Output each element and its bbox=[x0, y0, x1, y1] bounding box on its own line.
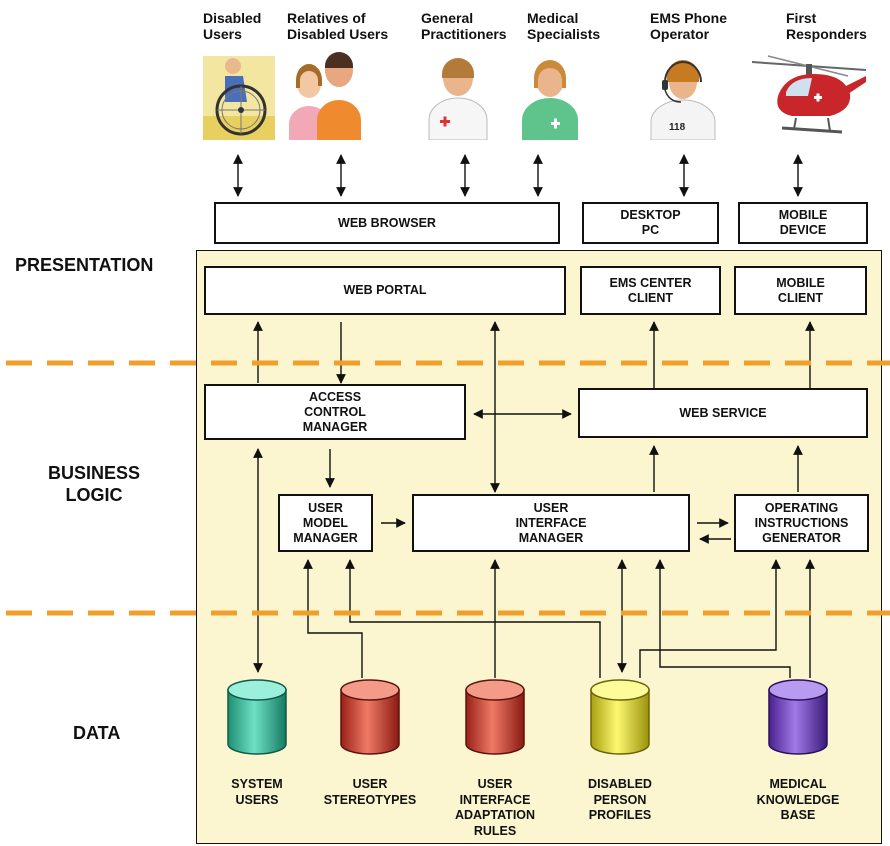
disabled-person-profiles-db-icon bbox=[590, 679, 650, 755]
db-label-ui-adaptation-rules: USER INTERFACE ADAPTATION RULES bbox=[454, 777, 536, 838]
db-label-disabled-person-profiles: DISABLED PERSON PROFILES bbox=[588, 777, 652, 822]
access-control-manager-box: ACCESS CONTROL MANAGER bbox=[204, 384, 466, 440]
ems-headset-number: 118 bbox=[669, 122, 686, 133]
layer-label-data: DATA bbox=[73, 723, 121, 743]
wheelchair-user-icon bbox=[203, 56, 275, 140]
actor-label-first-responders: First Responders bbox=[786, 10, 867, 42]
db-label-system-users: SYSTEM USERS bbox=[231, 777, 283, 807]
desktop-pc-box: DESKTOP PC bbox=[582, 202, 719, 244]
helicopter-icon bbox=[751, 55, 867, 134]
actor-label-general-practitioners: General Practitioners bbox=[421, 10, 507, 42]
web-service-box: WEB SERVICE bbox=[578, 388, 868, 438]
db-label-medical-knowledge-base: MEDICAL KNOWLEDGE BASE bbox=[756, 777, 840, 822]
mobile-device-box: MOBILE DEVICE bbox=[738, 202, 868, 244]
actor-label-ems-operator: EMS Phone Operator bbox=[650, 10, 728, 42]
ems-operator-icon: 118 bbox=[650, 60, 716, 140]
layer-label-business-logic: BUSINESS LOGIC bbox=[48, 463, 141, 505]
operating-instructions-generator-box: OPERATING INSTRUCTIONS GENERATOR bbox=[734, 494, 869, 552]
user-model-manager-box: USER MODEL MANAGER bbox=[278, 494, 373, 552]
user-interface-manager-box: USER INTERFACE MANAGER bbox=[412, 494, 690, 552]
general-practitioner-icon bbox=[428, 58, 488, 140]
mobile-client-box: MOBILE CLIENT bbox=[734, 266, 867, 315]
system-users-db-icon bbox=[227, 679, 287, 755]
medical-specialist-icon bbox=[522, 60, 578, 140]
web-portal-box: WEB PORTAL bbox=[204, 266, 566, 315]
actor-label-disabled-users: Disabled Users bbox=[203, 10, 262, 42]
web-browser-box: WEB BROWSER bbox=[214, 202, 560, 244]
medical-knowledge-base-db-icon bbox=[768, 679, 828, 755]
actor-label-medical-specialists: Medical Specialists bbox=[527, 10, 601, 42]
ui-adaptation-rules-db-icon bbox=[465, 679, 525, 755]
db-label-user-stereotypes: USER STEREOTYPES bbox=[323, 777, 417, 807]
user-stereotypes-db-icon bbox=[340, 679, 400, 755]
actor-label-relatives: Relatives of Disabled Users bbox=[287, 10, 389, 42]
layer-label-presentation: PRESENTATION bbox=[15, 255, 154, 275]
ems-center-client-box: EMS CENTER CLIENT bbox=[580, 266, 721, 315]
relatives-icon bbox=[289, 52, 361, 140]
